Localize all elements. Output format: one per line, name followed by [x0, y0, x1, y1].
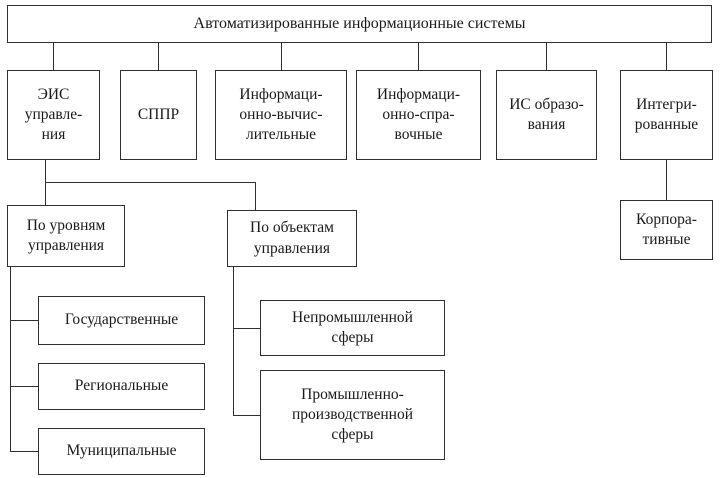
- node-industrial-production-sphere: Промышленно- производственной сферы: [260, 370, 445, 460]
- connector-root-sppr: [158, 43, 159, 70]
- node-regional: Региональные: [38, 363, 205, 410]
- connector-root-integr: [666, 43, 667, 70]
- node-is-education: ИС образо- вания: [496, 70, 597, 160]
- node-by-management-levels: По уровням управления: [7, 205, 125, 267]
- connector-levels-gos: [10, 320, 38, 321]
- connector-eis-across: [45, 182, 256, 183]
- connector-objects-prom: [233, 415, 260, 416]
- connector-levels-mun: [10, 451, 38, 452]
- connector-root-ivs: [281, 43, 282, 70]
- connector-levels-reg: [10, 386, 38, 387]
- connector-root-isp: [418, 43, 419, 70]
- node-municipal: Муниципальные: [38, 428, 205, 475]
- connector-root-iso: [546, 43, 547, 70]
- node-information-computing: Информаци- онно-вычис- лительные: [215, 70, 347, 160]
- connector-levels-spine: [10, 267, 11, 452]
- node-eis-management: ЭИС управле- ния: [7, 70, 100, 160]
- node-non-industrial-sphere: Непромышленной сферы: [260, 300, 445, 356]
- node-integrated: Интегри- рованные: [620, 70, 713, 160]
- connector-eis-objects: [255, 182, 256, 210]
- connector-objects-spine: [233, 267, 234, 416]
- node-corporate: Корпора- тивные: [620, 200, 713, 260]
- node-ais-root: Автоматизированные информационные систем…: [7, 5, 712, 43]
- node-information-reference: Информаци- онно-спра- вочные: [356, 70, 481, 160]
- connector-integr-korp: [666, 160, 667, 200]
- node-state: Государственные: [38, 296, 205, 345]
- connector-root-eis: [53, 43, 54, 70]
- node-by-management-objects: По объектам управления: [227, 210, 357, 267]
- node-sppr: СППР: [120, 70, 197, 160]
- connector-objects-neprom: [233, 328, 260, 329]
